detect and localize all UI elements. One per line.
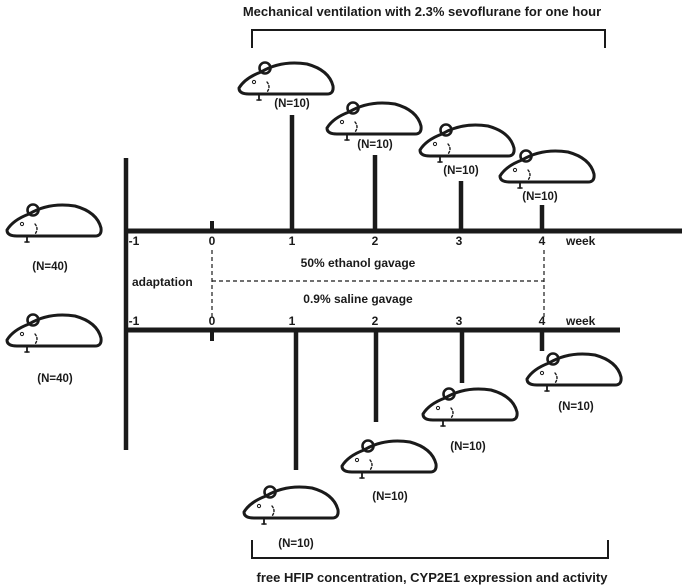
tick-top-2: 2 xyxy=(372,234,379,248)
count-start-saline: (N=40) xyxy=(37,373,73,385)
adaptation-label: adaptation xyxy=(132,275,193,289)
tick-top-4: 4 xyxy=(539,234,546,248)
week-label-bottom: week xyxy=(565,314,596,328)
saline-gavage-label: 0.9% saline gavage xyxy=(303,292,413,306)
tick-top-1: 1 xyxy=(289,234,296,248)
ethanol-gavage-label: 50% ethanol gavage xyxy=(301,256,416,270)
week-label-top: week xyxy=(565,234,596,248)
count-saline-w3: (N=10) xyxy=(450,441,486,453)
mouse-icon xyxy=(418,123,516,164)
mouse-icon xyxy=(5,313,103,354)
mouse-icon xyxy=(498,149,596,190)
top-bracket-label: Mechanical ventilation with 2.3% sevoflu… xyxy=(243,4,601,19)
mouse-icon xyxy=(237,61,335,102)
count-saline-w2: (N=10) xyxy=(372,491,408,503)
count-saline-w1: (N=10) xyxy=(278,538,314,550)
tick-bottom-3: 3 xyxy=(456,314,463,328)
mouse-icon xyxy=(525,352,623,393)
tick-bottom-1: 1 xyxy=(289,314,296,328)
tick-bottom-minus1: -1 xyxy=(129,314,140,328)
tick-top-3: 3 xyxy=(456,234,463,248)
bottom-bracket xyxy=(251,540,609,559)
tick-top-0: 0 xyxy=(209,234,216,248)
count-saline-w4: (N=10) xyxy=(558,401,594,413)
mouse-icon xyxy=(242,485,340,526)
tick-bottom-4: 4 xyxy=(539,314,546,328)
tick-bottom-2: 2 xyxy=(372,314,379,328)
mouse-icon xyxy=(5,203,103,244)
count-ethanol-w3: (N=10) xyxy=(443,165,479,177)
count-ethanol-w2: (N=10) xyxy=(357,139,393,151)
count-ethanol-w4: (N=10) xyxy=(522,191,558,203)
count-start-ethanol: (N=40) xyxy=(32,261,68,273)
count-ethanol-w1: (N=10) xyxy=(274,98,310,110)
top-bracket xyxy=(251,29,606,48)
mouse-icon xyxy=(325,101,423,142)
bottom-bracket-label: free HFIP concentration, CYP2E1 expressi… xyxy=(257,570,609,585)
tick-bottom-0: 0 xyxy=(209,314,216,328)
mouse-icon xyxy=(421,387,519,428)
tick-top-minus1: -1 xyxy=(129,234,140,248)
mouse-icon xyxy=(340,439,438,480)
